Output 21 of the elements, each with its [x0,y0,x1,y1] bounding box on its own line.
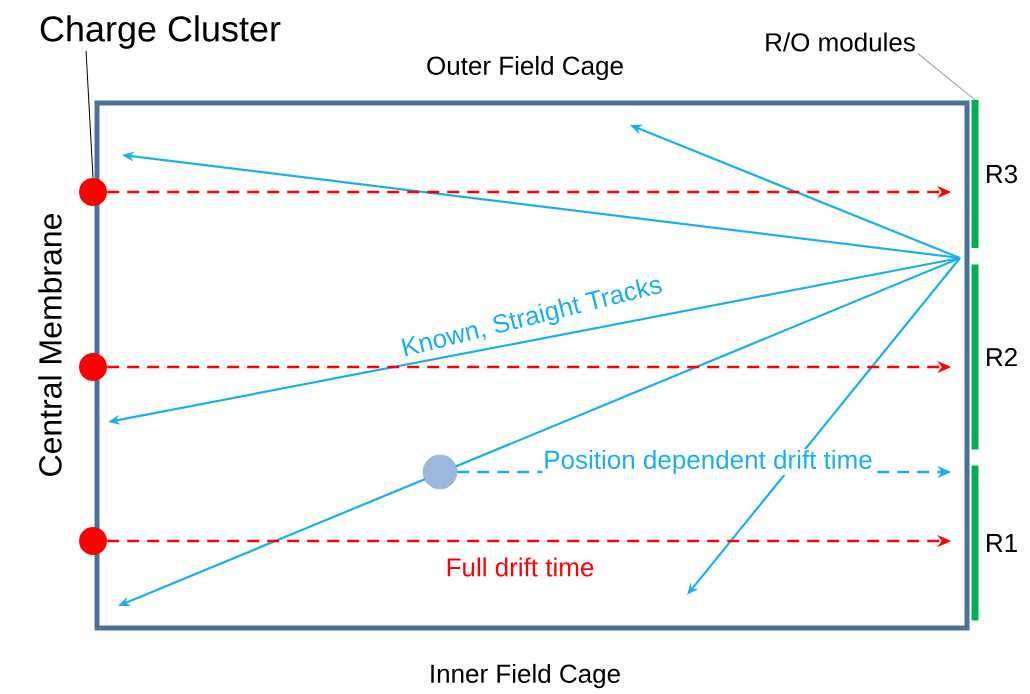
leader-line [917,53,976,101]
edge-label: Full drift time [444,556,596,578]
charge-dot [79,527,107,555]
node-label: R2 [987,347,1017,367]
charge-dot [422,454,458,490]
side-label: Outer Field Cage [427,55,623,81]
annotation-text: R/O modules [766,32,915,52]
readout-module-bar: R2 [971,264,1017,450]
node-label: R1 [987,534,1017,552]
readout-module-bar: R3 [971,100,1017,248]
side-label: Central Membrane [38,214,62,476]
readout-module-bar: R1 [971,465,1017,621]
track-label: Known, Straight Tracks [397,272,667,364]
side-label: Inner Field Cage [431,663,620,689]
charge-dot [79,353,107,381]
charge-dot [79,178,107,206]
edge-label: Position dependent drift time [542,448,874,476]
annotation-text: Charge Cluster [40,15,281,49]
node-label: R3 [987,164,1017,184]
leader-line [85,50,94,179]
field-cage-box [94,100,970,631]
